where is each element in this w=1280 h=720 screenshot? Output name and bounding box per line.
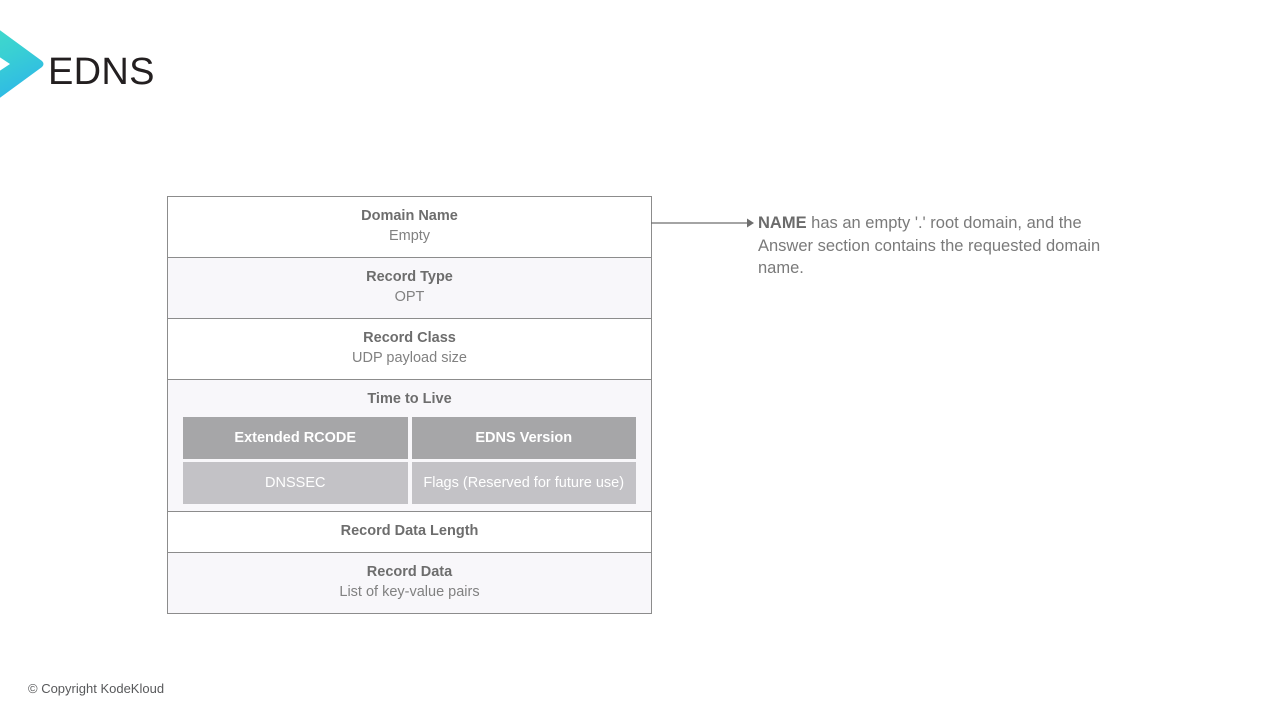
row-label: Record Type	[366, 269, 453, 285]
table-row-record-class: Record Class UDP payload size	[168, 319, 651, 380]
table-row-time-to-live: Time to Live Extended RCODE EDNS Version…	[168, 380, 651, 512]
row-subtext: UDP payload size	[352, 350, 467, 366]
ttl-subgrid-value-row: DNSSEC Flags (Reserved for future use)	[183, 462, 636, 504]
callout-annotation: NAME has an empty '.' root domain, and t…	[758, 212, 1130, 280]
row-label: Record Data Length	[340, 523, 479, 539]
row-subtext: OPT	[394, 289, 425, 305]
table-row-record-type: Record Type OPT	[168, 258, 651, 319]
row-label: Record Data	[366, 564, 453, 580]
ttl-subgrid-header-row: Extended RCODE EDNS Version	[183, 417, 636, 459]
ttl-cell-edns-version: EDNS Version	[411, 417, 636, 459]
row-subtext: Empty	[388, 228, 431, 244]
table-row-record-data: Record Data List of key-value pairs	[168, 553, 651, 613]
ttl-cell-extended-rcode: Extended RCODE	[183, 417, 408, 459]
ttl-subgrid: Extended RCODE EDNS Version DNSSEC Flags…	[183, 417, 636, 504]
ttl-cell-dnssec: DNSSEC	[183, 462, 408, 504]
page-title: EDNS	[48, 51, 155, 93]
table-row-record-data-length: Record Data Length	[168, 512, 651, 553]
row-subtext: List of key-value pairs	[339, 584, 480, 600]
row-label: Record Class	[363, 330, 456, 346]
arrow-right-icon	[650, 212, 758, 234]
callout-emphasis: NAME	[758, 214, 807, 232]
ttl-cell-flags: Flags (Reserved for future use)	[411, 462, 636, 504]
footer-copyright: © Copyright KodeKloud	[28, 681, 165, 696]
callout-body: has an empty '.' root domain, and the An…	[758, 214, 1101, 277]
row-label: Time to Live	[367, 391, 452, 407]
row-label: Domain Name	[361, 208, 458, 224]
chevron-logo-icon	[0, 18, 44, 110]
table-row-domain-name: Domain Name Empty	[168, 197, 651, 258]
edns-packet-table: Domain Name Empty Record Type OPT Record…	[167, 196, 652, 614]
